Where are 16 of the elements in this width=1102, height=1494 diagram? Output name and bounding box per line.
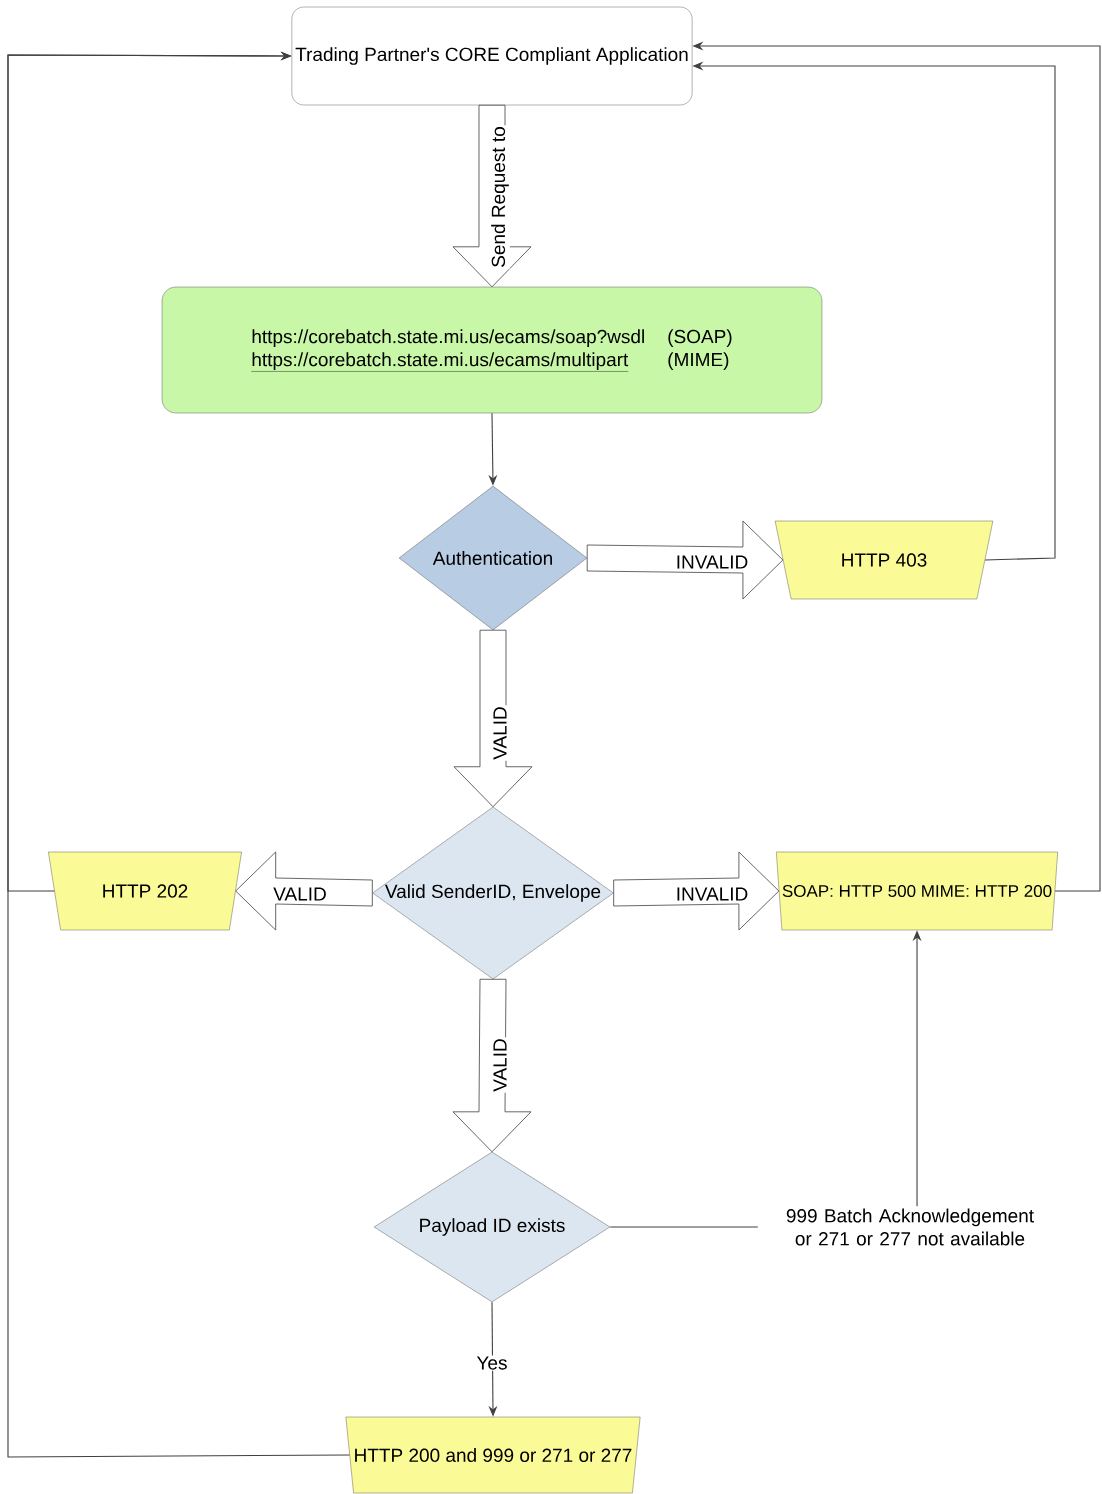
- edge-label: Yes: [475, 1355, 509, 1371]
- arrow: [7, 51, 351, 1458]
- response-trapezoid: HTTP 403: [774, 520, 994, 600]
- connector-line: [609, 1226, 759, 1228]
- edge-label: VALID: [272, 886, 328, 902]
- response-trapezoid: HTTP 200 and 999 or 271 or 277: [345, 1416, 641, 1494]
- endpoint-box: https://corebatch.state.mi.us/ecams/soap?wsdl (SOAP) https://corebatch.state.mi.us/ecams/multipart (MIME): [161, 286, 823, 414]
- edge-label: Send Request to: [490, 125, 510, 269]
- edge-label: INVALID: [674, 554, 750, 570]
- note-text: 999 Batch Acknowledgement or 271 or 277 not available: [786, 1208, 1034, 1246]
- process-box: Trading Partner's CORE Compliant Application: [291, 6, 693, 106]
- edge-label: VALID: [492, 705, 508, 761]
- edge-label: INVALID: [674, 886, 750, 902]
- edge-label: VALID: [492, 1037, 508, 1093]
- response-trapezoid: HTTP 202: [48, 851, 242, 931]
- response-trapezoid: SOAP: HTTP 500 MIME: HTTP 200: [776, 851, 1058, 931]
